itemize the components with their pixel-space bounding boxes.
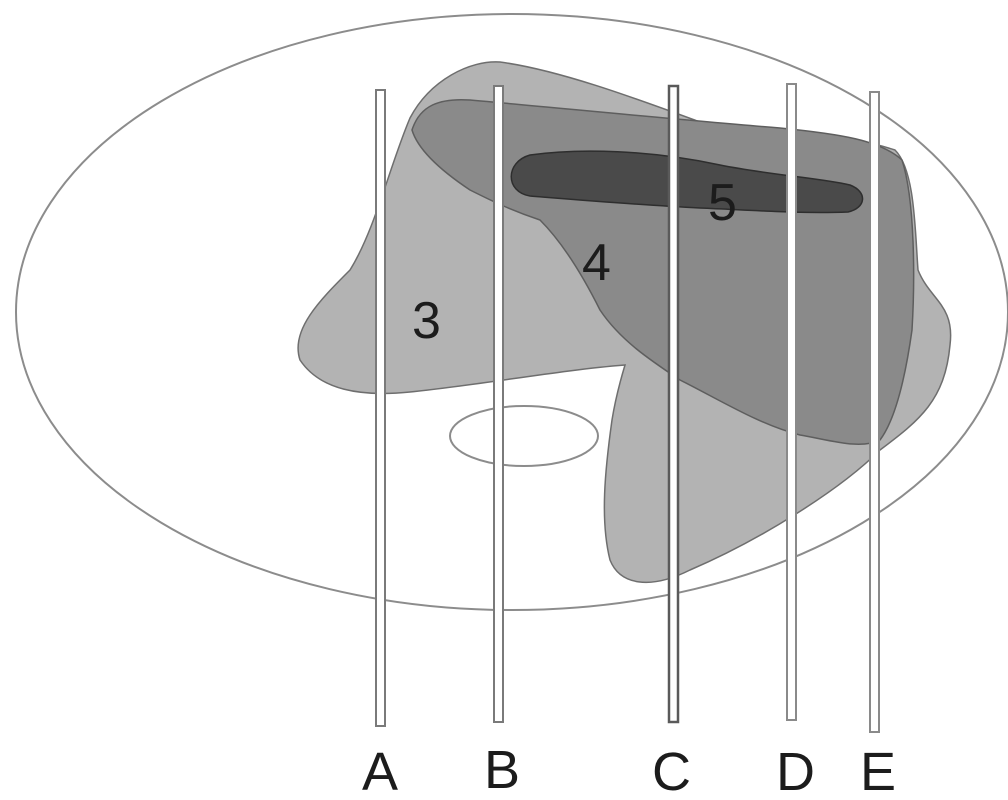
inner-ellipse [450,406,598,466]
probe-label-e: E [860,742,896,800]
zone-5-label: 5 [708,174,737,232]
probe-label-d: D [776,742,815,800]
probe-label-a: A [362,742,398,800]
probe-bar-e [870,92,879,732]
probe-label-b: B [484,740,520,800]
probe-bar-c [669,86,678,722]
probe-bar-b [494,86,503,722]
zone-3-label: 3 [412,292,441,350]
probe-bar-d [787,84,796,720]
zone-4-label: 4 [582,234,611,292]
probe-bar-a [376,90,385,726]
probe-label-c: C [652,742,691,800]
